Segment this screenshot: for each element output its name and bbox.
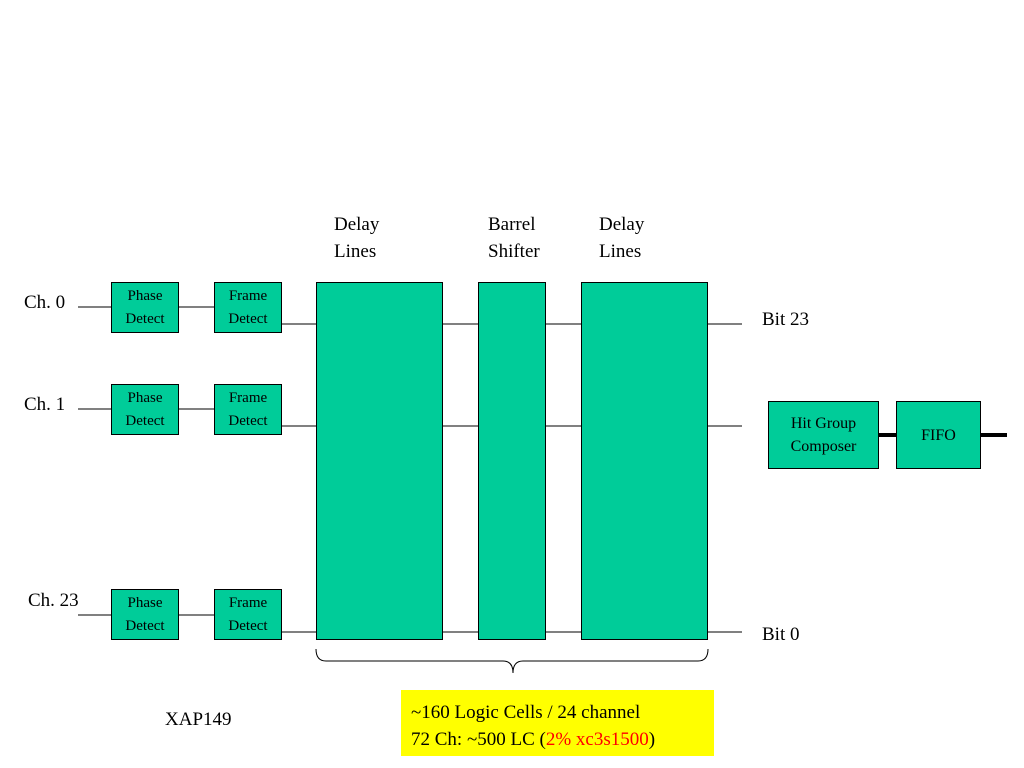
frame-detect-block-1: Frame Detect — [214, 384, 282, 435]
channel-label-1: Ch. 1 — [24, 394, 66, 415]
note-line-1: ~160 Logic Cells / 24 channel — [411, 702, 641, 723]
delay-lines-1-block — [316, 282, 443, 640]
barrel-shifter-header: Barrel Shifter — [488, 214, 540, 262]
delay-lines-2-block — [581, 282, 708, 640]
fifo-block: FIFO — [896, 401, 981, 469]
device-percentage-text: 2% xc3s1500 — [545, 729, 649, 750]
barrel-shifter-block — [478, 282, 546, 640]
output-label-bit23: Bit 23 — [762, 309, 809, 330]
frame-detect-block-0: Frame Detect — [214, 282, 282, 333]
channel-label-0: Ch. 0 — [24, 292, 66, 313]
output-label-bit0: Bit 0 — [762, 624, 800, 645]
delay-lines-1-header: Delay Lines — [334, 214, 380, 262]
frame-detect-block-23: Frame Detect — [214, 589, 282, 640]
logic-cells-note: ~160 Logic Cells / 24 channel 72 Ch: ~50… — [401, 690, 714, 756]
delay-lines-2-header: Delay Lines — [599, 214, 645, 262]
logic-cells-brace — [315, 648, 709, 674]
hit-group-composer-block: Hit Group Composer — [768, 401, 879, 469]
channel-label-23: Ch. 23 — [28, 590, 79, 611]
phase-detect-block-0: Phase Detect — [111, 282, 179, 333]
xap-label: XAP149 — [165, 709, 232, 730]
phase-detect-block-23: Phase Detect — [111, 589, 179, 640]
note-line-2: 72 Ch: ~500 LC (2% xc3s1500) — [411, 729, 656, 750]
phase-detect-block-1: Phase Detect — [111, 384, 179, 435]
